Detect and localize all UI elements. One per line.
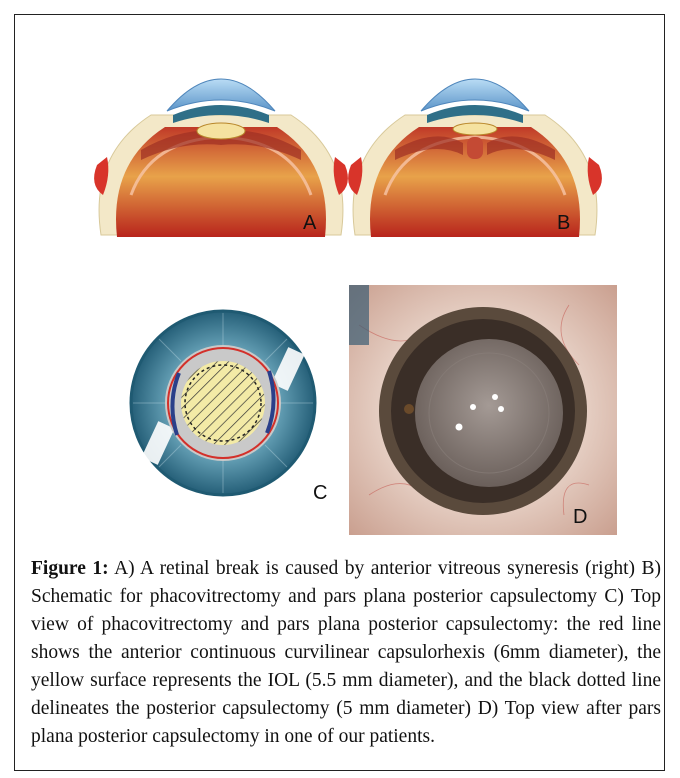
panel-a-letter: A <box>303 212 317 234</box>
panel-b-eye-schematic: B <box>335 45 615 255</box>
panel-a-eye-schematic: A <box>81 45 361 255</box>
figure-caption: Figure 1: A) A retinal break is caused b… <box>31 555 661 751</box>
figure-label: Figure 1: <box>31 558 109 579</box>
figure-frame: A B <box>14 14 665 771</box>
panel-b-letter: B <box>557 212 570 234</box>
panel-d-patient-photo: D <box>349 285 617 535</box>
panel-c-top-view-schematic: C <box>115 305 345 505</box>
figure-caption-text: A) A retinal break is caused by anterior… <box>31 558 661 747</box>
panel-d-letter: D <box>573 506 587 528</box>
panel-c-letter: C <box>313 482 327 504</box>
